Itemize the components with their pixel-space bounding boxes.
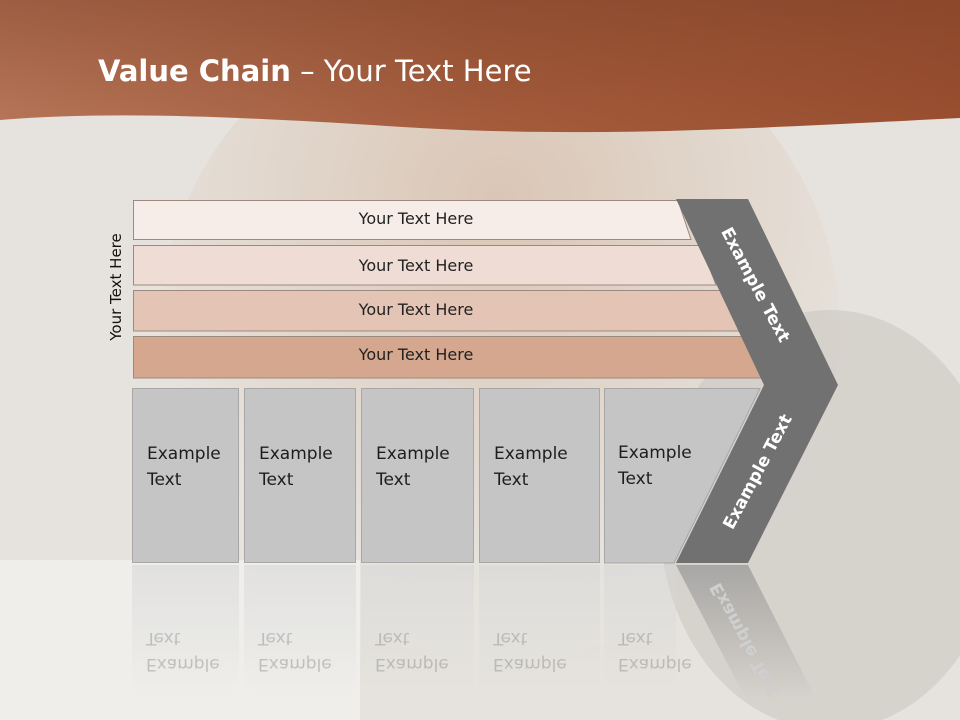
side-label: Your Text Here — [107, 233, 125, 341]
title-rest: – Your Text Here — [290, 54, 532, 88]
row-4-label: Your Text Here — [358, 345, 474, 364]
box-3-reflection: Example Text — [361, 565, 474, 695]
box-4-reflection: Example Text — [479, 565, 600, 695]
box-3-reflection-label: Example Text — [375, 628, 449, 674]
box-3: Example Text — [361, 388, 474, 563]
row-1-fill — [133, 200, 692, 240]
box-3-label: Example Text — [376, 444, 450, 490]
page-title: Value Chain – Your Text Here — [98, 54, 532, 88]
row-1-shape — [133, 200, 692, 240]
box-2: Example Text — [244, 388, 356, 563]
box-4: Example Text — [479, 388, 600, 563]
box-1-reflection: Example Text — [132, 565, 239, 695]
box-2-label: Example Text — [259, 444, 333, 490]
chevron-reflection — [676, 565, 816, 699]
box-4-label: Example Text — [494, 444, 568, 490]
row-2-fill — [133, 245, 717, 286]
box-1: Example Text — [132, 388, 239, 563]
row-1-label: Your Text Here — [358, 209, 474, 228]
row-3-label: Your Text Here — [358, 300, 474, 319]
box-1-label: Example Text — [147, 444, 221, 490]
row-2-shape — [133, 245, 717, 286]
chevron-fill — [676, 199, 838, 563]
title-bold: Value Chain — [98, 54, 291, 88]
chevron-shape — [676, 199, 838, 699]
box-2-reflection-label: Example Text — [258, 628, 332, 674]
box-5-reflection: Example Text — [604, 565, 692, 695]
box-2-reflection: Example Text — [244, 565, 356, 695]
box-5-label: Example Text — [618, 443, 692, 489]
box-4-reflection-label: Example Text — [493, 628, 567, 674]
box-5-shape — [604, 388, 761, 564]
box-5: Example Text — [604, 388, 724, 563]
box-1-reflection-label: Example Text — [146, 628, 220, 674]
row-2-label: Your Text Here — [358, 256, 474, 275]
